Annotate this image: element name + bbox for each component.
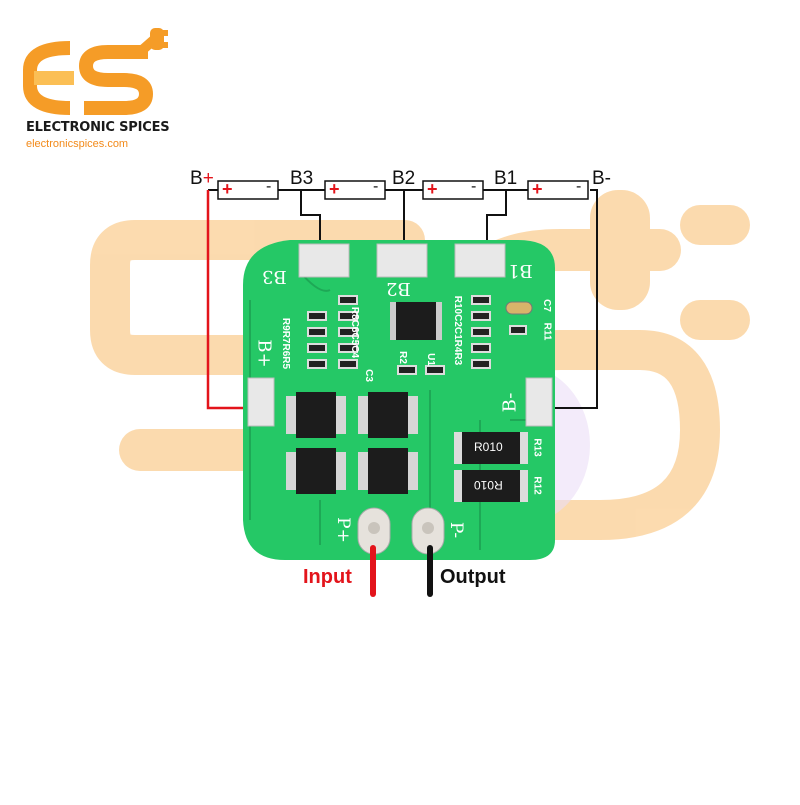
silk-r12: R12 xyxy=(531,476,543,495)
cell1-minus: - xyxy=(266,178,272,195)
silk-r10c2c1r4r3: R10C2C1R4R3 xyxy=(452,295,464,366)
protection-ic xyxy=(390,302,442,340)
silk-bplus: B+ xyxy=(253,339,275,368)
pad-bplus xyxy=(247,377,275,427)
label-b1: B1 xyxy=(494,168,518,189)
silk-b2: B2 xyxy=(386,278,411,299)
brand-name: ELECTRONIC SPICES xyxy=(26,120,170,135)
pad-bminus xyxy=(525,377,553,427)
label-b2: B2 xyxy=(392,168,416,189)
silk-r9r7r6r5: R9R7R6R5 xyxy=(280,317,292,370)
silk-r13: R13 xyxy=(531,438,543,457)
label-b-minus: B- xyxy=(592,168,611,189)
smd-components xyxy=(307,295,533,375)
label-b-plus: B+ xyxy=(190,168,214,189)
resistor-label-1: R010 xyxy=(474,440,503,454)
plus-sign: + xyxy=(202,168,214,189)
silk-pplus: P+ xyxy=(332,517,353,543)
cell1-plus: + xyxy=(222,179,233,199)
sense-resistors xyxy=(454,432,528,502)
cell-b2-b3 xyxy=(324,180,386,200)
cell2-plus: + xyxy=(329,179,340,199)
silk-b1: B1 xyxy=(508,260,533,281)
cell3-minus: - xyxy=(471,178,477,195)
silk-c3: C3 xyxy=(362,369,374,382)
label-b3: B3 xyxy=(290,168,314,189)
brand-url: electronicspices.com xyxy=(26,138,129,150)
cell4-minus: - xyxy=(576,178,582,195)
input-label: Input xyxy=(303,566,352,588)
mosfet-leads xyxy=(286,396,418,490)
b-plus-wire xyxy=(206,190,250,410)
silk-b3: B3 xyxy=(262,266,287,287)
resistor-label-2: R010 xyxy=(474,478,503,492)
silk-bminus: B- xyxy=(499,392,521,413)
silk-r8c6c5c4: R8C6C5C4 xyxy=(349,306,361,359)
silk-u1: U1 xyxy=(424,353,436,366)
cell-bminus-b1 xyxy=(527,180,589,200)
bms-pcb xyxy=(243,240,555,560)
brand-logo xyxy=(23,28,168,115)
mosfet-group xyxy=(296,392,408,494)
cell-b3-bplus xyxy=(217,180,279,200)
cell4-plus: + xyxy=(532,179,543,199)
pad-b1 xyxy=(454,243,506,278)
cell-string xyxy=(208,189,598,409)
cell2-minus: - xyxy=(373,178,379,195)
silk-r2: R2 xyxy=(396,351,408,364)
silk-pminus: P- xyxy=(446,521,467,539)
pad-b2 xyxy=(376,243,428,278)
output-label: Output xyxy=(440,566,506,588)
silk-c7: C7 xyxy=(540,299,552,312)
silk-r11: R11 xyxy=(541,322,553,341)
cell3-plus: + xyxy=(427,179,438,199)
pad-b3 xyxy=(298,243,350,278)
